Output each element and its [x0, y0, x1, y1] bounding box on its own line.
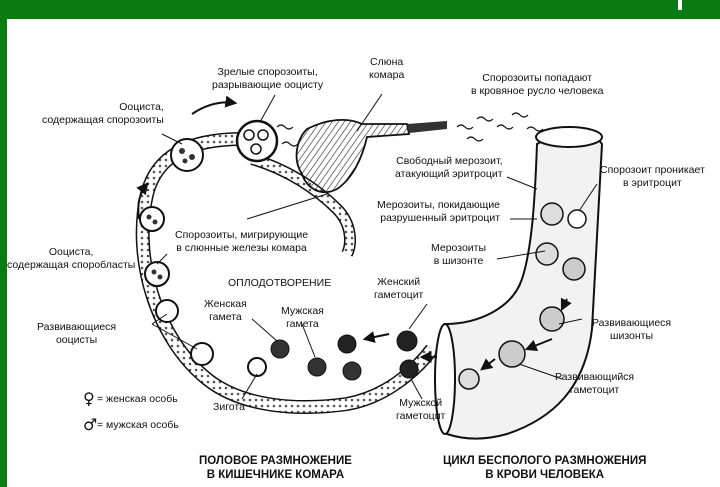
- male-symbol: ♂: [83, 417, 97, 433]
- top-bar-marker: [678, 0, 682, 10]
- legend-male-text: = мужская особь: [97, 419, 179, 432]
- label-oocyst-sporoblasts: Ооциста,содержащая споробласты: [7, 246, 135, 271]
- legend-female-text: = женская особь: [97, 393, 178, 406]
- label-oocyst-sporozoites: Ооциста,содержащая спорозоиты: [42, 101, 164, 126]
- diagram-canvas: Зрелые спорозоиты,разрывающие ооцисту Сл…: [7, 19, 720, 487]
- label-free-merozoite: Свободный мерозоит,атакующий эритроцит: [395, 155, 503, 180]
- label-mature-sporozoites: Зрелые спорозоиты,разрывающие ооцисту: [212, 66, 323, 91]
- top-bar: [0, 0, 720, 8]
- gametes: [271, 331, 418, 380]
- mosquito-gut-wall: [143, 139, 432, 407]
- bursting-oocyst: [237, 121, 277, 161]
- label-zygote: Зигота: [213, 401, 245, 414]
- label-fertilization: ОПЛОДОТВОРЕНИЕ: [228, 277, 331, 290]
- female-symbol: ♀: [83, 391, 95, 407]
